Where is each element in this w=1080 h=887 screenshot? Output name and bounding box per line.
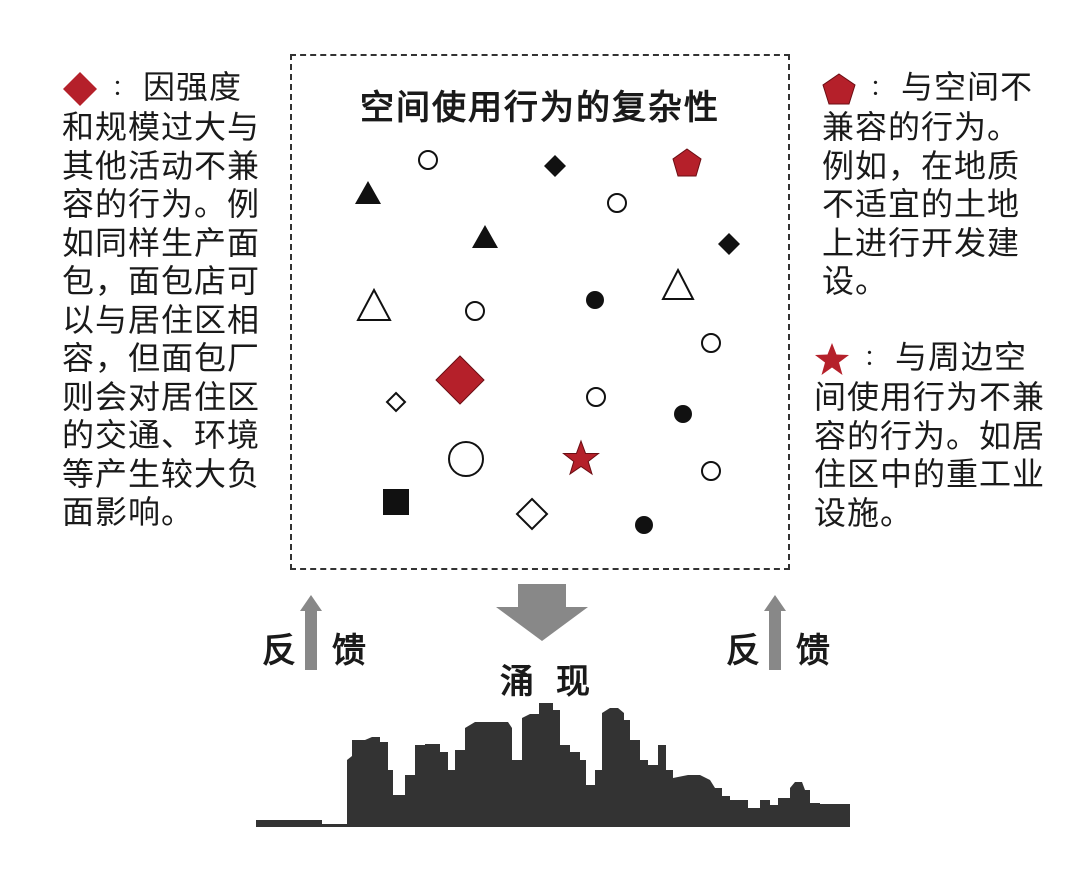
legend-star: ：与周边空间使用行为不兼容的行为。如居住区中的重工业设施。 (814, 338, 1054, 532)
feedback-label-left-2: 馈 (332, 631, 366, 671)
legend-pentagon-text: 与空间不兼容的行为。例如，在地质不适宜的土地上进行开发建设。 (822, 68, 1034, 301)
legend-diamond: ：因强度和规模过大与其他活动不兼容的行为。例如同样生产面包，面包店可以与居住区相… (62, 68, 274, 532)
open-triangle-icon (356, 287, 392, 321)
filled-circle-icon (635, 516, 653, 534)
behavior-diagram-box: 空间使用行为的复杂性 (290, 54, 790, 570)
legend-colon: ： (864, 345, 888, 371)
emergence-arrow-down (496, 584, 588, 641)
feedback-label-right-1: 反 (726, 631, 760, 671)
red-pentagon-icon (822, 73, 856, 105)
open-triangle-icon (661, 267, 695, 300)
feedback-arrow-left (300, 595, 322, 670)
black-triangle-icon (355, 181, 381, 204)
open-circle-icon (465, 301, 485, 321)
small-open-diamond-icon (385, 391, 407, 413)
filled-circle-icon (586, 291, 604, 309)
diagram-title: 空间使用行为的复杂性 (360, 88, 720, 128)
city-skyline-silhouette (256, 703, 850, 827)
open-circle-icon (607, 193, 627, 213)
open-circle-icon (701, 333, 721, 353)
black-triangle-icon (472, 225, 498, 248)
open-circle-icon (418, 150, 438, 170)
feedback-label-right-2: 馈 (796, 631, 830, 671)
red-star-icon (562, 439, 600, 476)
emergence-label-1: 涌 (500, 662, 534, 702)
black-diamond-icon (544, 155, 566, 177)
legend-colon: ： (112, 75, 136, 101)
red-pentagon-icon (672, 148, 702, 177)
legend-pentagon: ：与空间不兼容的行为。例如，在地质不适宜的土地上进行开发建设。 (822, 68, 1052, 301)
black-square-icon (383, 489, 409, 515)
red-diamond-icon (435, 355, 485, 405)
legend-colon: ： (870, 75, 894, 101)
red-star-icon (815, 343, 849, 375)
emergence-label-2: 现 (556, 662, 590, 702)
black-diamond-icon (718, 233, 740, 255)
feedback-label-left-1: 反 (262, 631, 296, 671)
legend-star-text: 与周边空间使用行为不兼容的行为。如居住区中的重工业设施。 (814, 338, 1046, 532)
legend-diamond-text: 因强度和规模过大与其他活动不兼容的行为。例如同样生产面包，面包店可以与居住区相容… (62, 68, 261, 532)
feedback-arrow-right (764, 595, 786, 670)
filled-circle-icon (674, 405, 692, 423)
open-circle-icon (701, 461, 721, 481)
large-open-circle-icon (448, 441, 484, 477)
open-diamond-icon (515, 497, 549, 531)
red-diamond-icon (63, 72, 97, 106)
open-circle-icon (586, 387, 606, 407)
